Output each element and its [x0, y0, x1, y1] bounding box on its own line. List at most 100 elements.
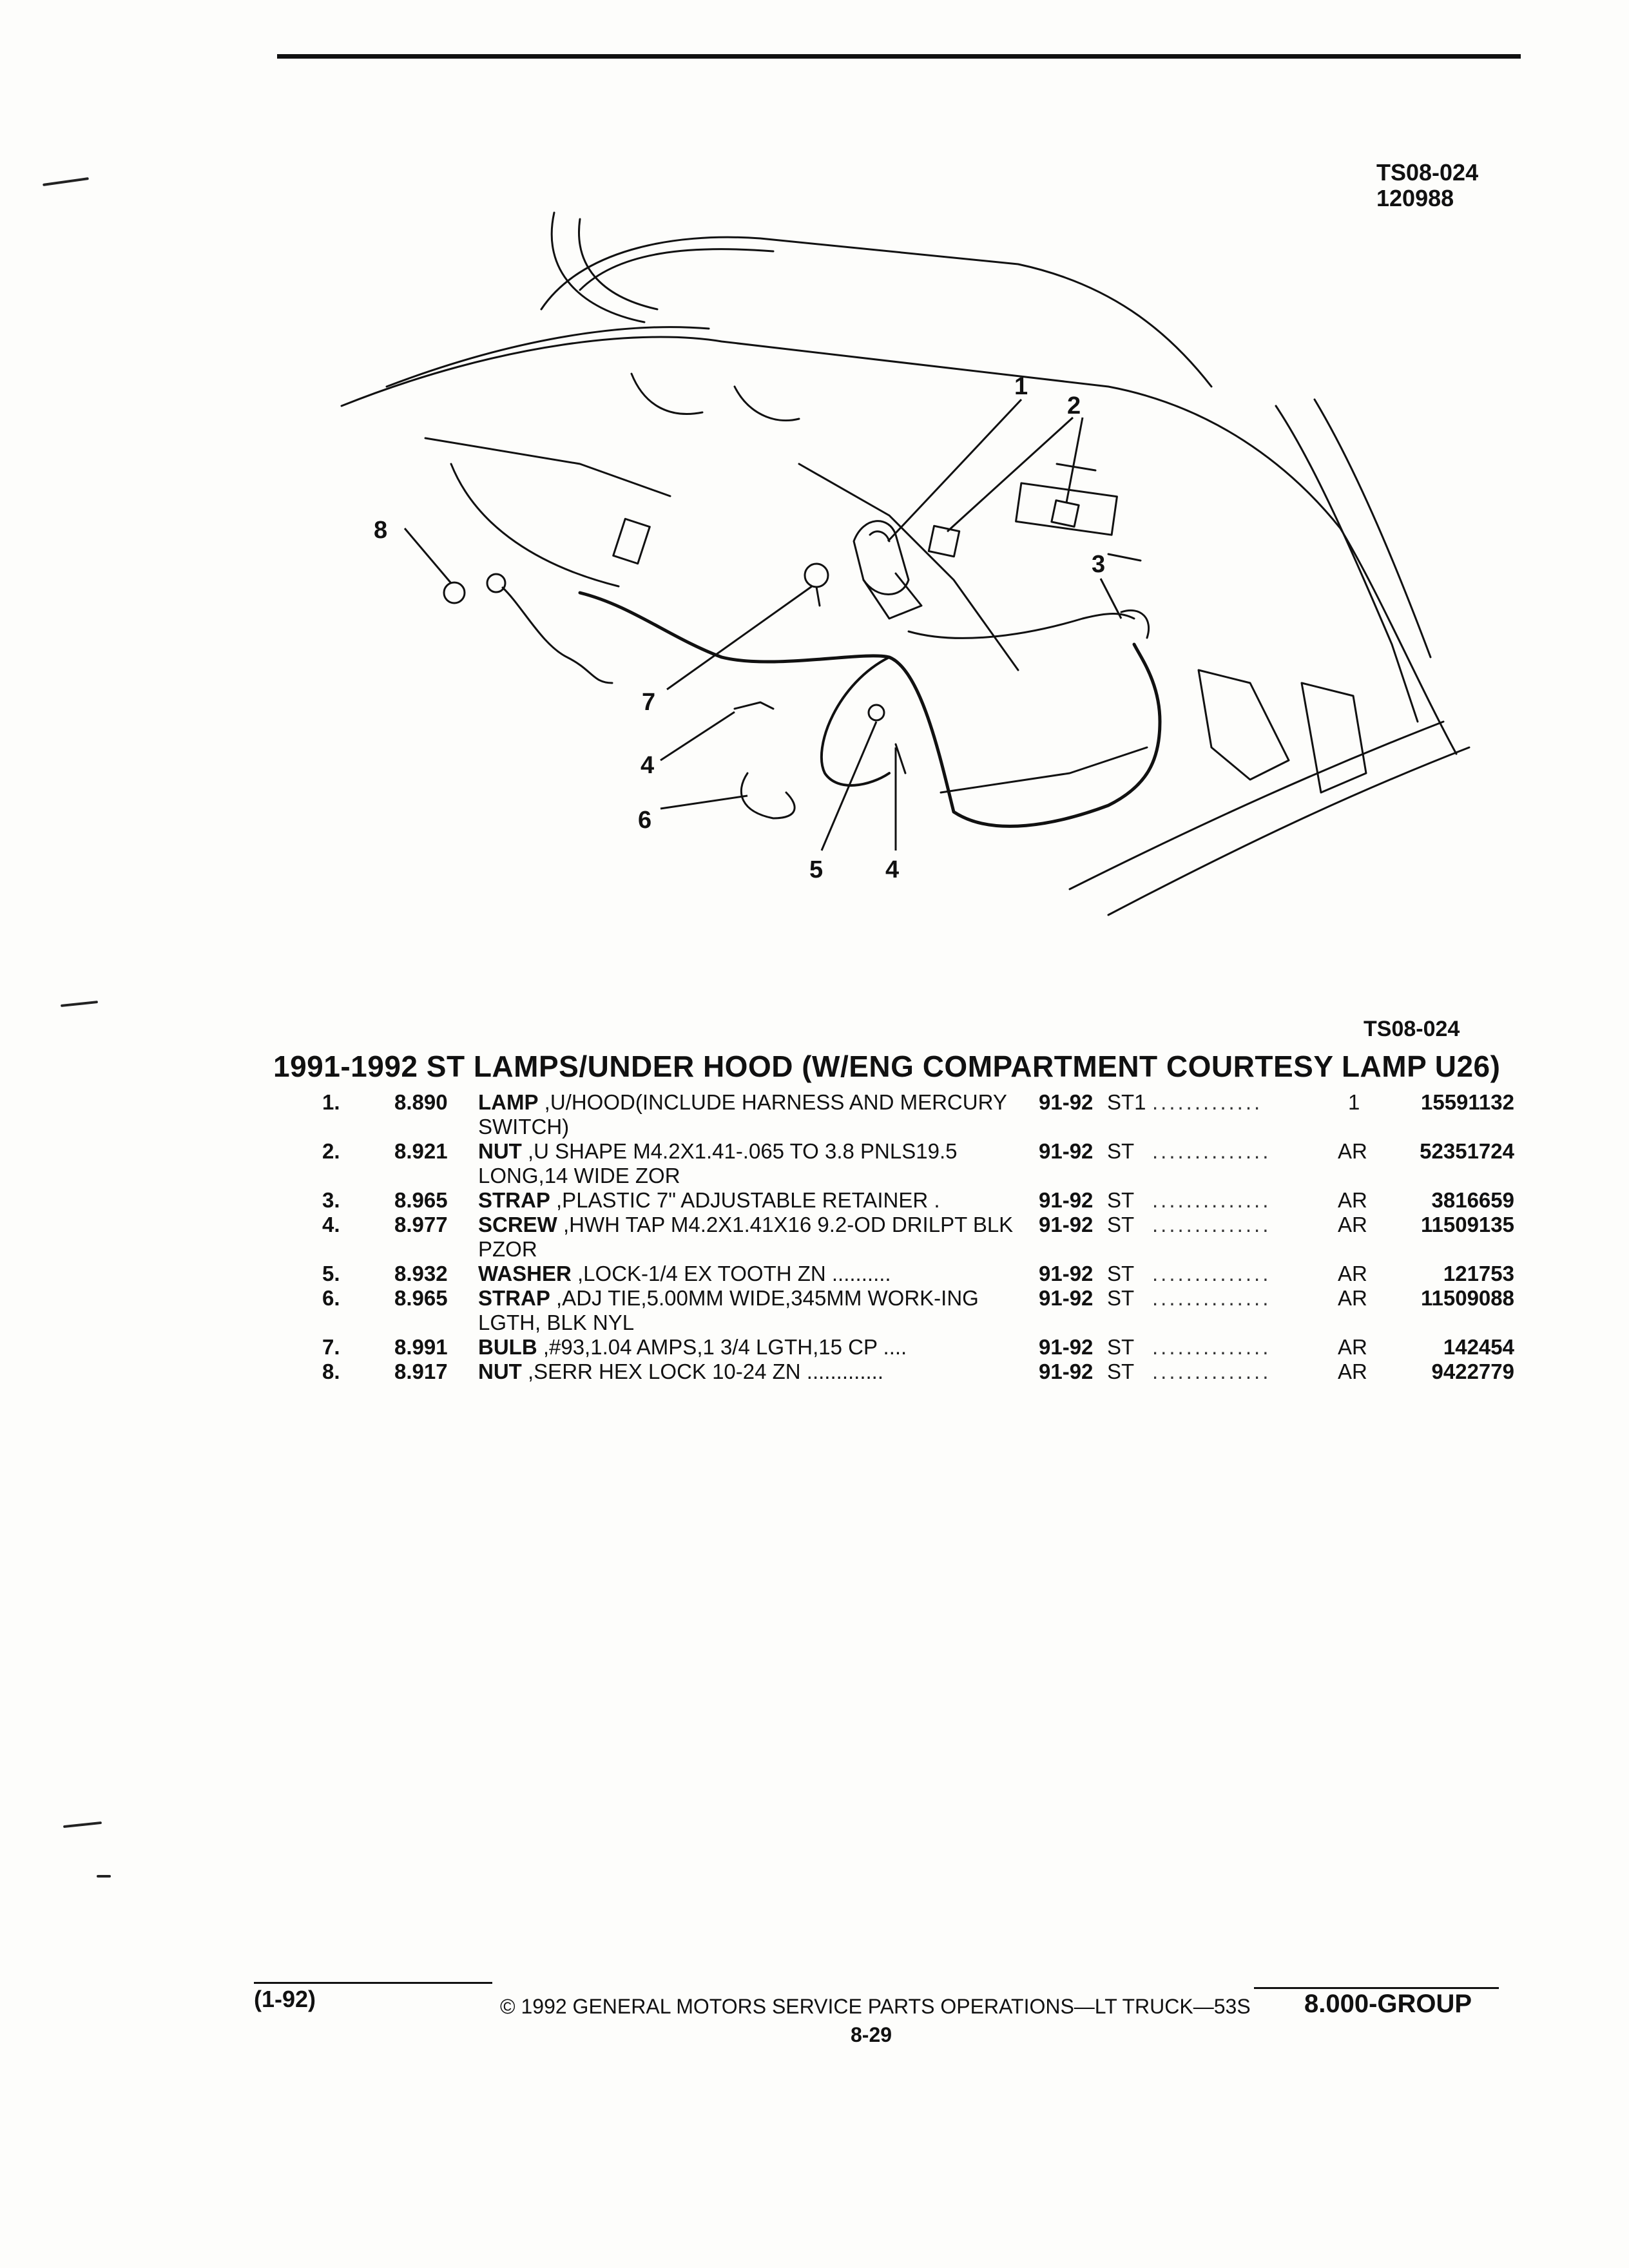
part-name: STRAP [478, 1286, 550, 1310]
part-name: SCREW [478, 1213, 557, 1236]
group-number: 8.890 [394, 1090, 448, 1114]
item-number: 4. [322, 1213, 340, 1236]
inner-panel [798, 463, 1019, 671]
part-row: 3. 8.965 STRAP ,PLASTIC 7" ADJUSTABLE RE… [303, 1188, 1514, 1213]
parts-list: 1. 8.890 LAMP ,U/HOOD(INCLUDE HARNESS AN… [303, 1090, 1514, 1384]
callout-5: 5 [809, 856, 823, 883]
part-detail: ,ADJ TIE,5.00MM WIDE,345MM WORK-ING LGTH… [478, 1286, 979, 1334]
margin-mark [60, 1000, 99, 1008]
connector [486, 573, 506, 593]
harness-branch [907, 613, 1135, 639]
model-years: 91-92 [1039, 1360, 1094, 1383]
bulb [804, 562, 829, 588]
part-row: 6. 8.965 STRAP ,ADJ TIE,5.00MM WIDE,345M… [303, 1286, 1514, 1335]
model-code: ST1 [1107, 1090, 1146, 1114]
part-detail: ,LOCK-1/4 EX TOOTH ZN .......... [577, 1262, 891, 1285]
cowl-line [540, 236, 1213, 388]
part-row: 7. 8.991 BULB ,#93,1.04 AMPS,1 3/4 LGTH,… [303, 1335, 1514, 1360]
screw [894, 743, 907, 774]
model-code: ST [1107, 1360, 1135, 1383]
part-number: 11509135 [1420, 1213, 1514, 1236]
cowl-line [579, 248, 775, 291]
margin-mark [43, 177, 89, 186]
part-number: 142454 [1443, 1335, 1514, 1359]
leader-line [820, 721, 878, 851]
quantity: AR [1338, 1188, 1367, 1212]
leader-dots: .............. [1152, 1139, 1271, 1163]
part-number: 3816659 [1431, 1188, 1514, 1212]
leader-line [887, 398, 1023, 543]
leader-dots: .............. [1152, 1262, 1271, 1285]
part-name: WASHER [478, 1262, 572, 1285]
washer [867, 704, 885, 722]
model-code: ST [1107, 1188, 1135, 1212]
windshield-frame [550, 211, 659, 323]
model-years: 91-92 [1039, 1188, 1094, 1212]
footer-rule-right [1254, 1987, 1499, 1989]
section-title: 1991-1992 ST LAMPS/UNDER HOOD (W/ENG COM… [273, 1050, 1501, 1083]
model-years: 91-92 [1039, 1335, 1094, 1359]
part-description: STRAP ,PLASTIC 7" ADJUSTABLE RETAINER . [478, 1188, 1019, 1213]
callout-4: 4 [641, 752, 654, 779]
mount-plate [1015, 482, 1118, 536]
group-number: 8.991 [394, 1335, 448, 1359]
callout-6: 6 [638, 807, 651, 834]
nut-clip [1050, 499, 1080, 528]
leader-line [660, 794, 748, 810]
item-number: 1. [322, 1090, 340, 1114]
hinge-slot [630, 372, 704, 415]
lamp-lens [869, 530, 891, 543]
leader-line [1065, 417, 1084, 503]
part-description: STRAP ,ADJ TIE,5.00MM WIDE,345MM WORK-IN… [478, 1286, 1019, 1335]
callout-7: 7 [642, 689, 655, 716]
margin-mark [97, 1875, 111, 1878]
figure-id: TS08-024 [1376, 159, 1479, 186]
quantity: AR [1338, 1139, 1367, 1163]
part-description: BULB ,#93,1.04 AMPS,1 3/4 LGTH,15 CP ...… [478, 1335, 1019, 1360]
part-detail: ,SERR HEX LOCK 10-24 ZN ............. [528, 1360, 883, 1383]
inner-panel [940, 746, 1148, 794]
hood-edge [1068, 720, 1445, 890]
item-number: 7. [322, 1335, 340, 1359]
part-description: WASHER ,LOCK-1/4 EX TOOTH ZN .......... [478, 1262, 1019, 1286]
parts-exploded-diagram: 1 2 3 4 4 5 6 7 8 [340, 211, 1470, 916]
model-code: ST [1107, 1286, 1135, 1310]
harness-lead [501, 586, 613, 684]
fender-line [1313, 398, 1432, 658]
item-number: 6. [322, 1286, 340, 1310]
nut-clip [927, 524, 961, 558]
hood-panel [340, 336, 1458, 755]
margin-mark [63, 1821, 102, 1829]
item-number: 8. [322, 1360, 340, 1383]
fender-line [1275, 405, 1419, 723]
footer-rule-left [254, 1982, 492, 1984]
inner-panel [424, 437, 671, 497]
quantity: 1 [1348, 1090, 1360, 1114]
leader-dots: .............. [1152, 1286, 1271, 1310]
part-row: 1. 8.890 LAMP ,U/HOOD(INCLUDE HARNESS AN… [303, 1090, 1514, 1139]
part-number: 11509088 [1420, 1286, 1514, 1310]
group-number: 8.917 [394, 1360, 448, 1383]
screw [733, 701, 775, 710]
leader-dots: .............. [1152, 1335, 1271, 1359]
part-name: NUT [478, 1360, 522, 1383]
group-number: 8.977 [394, 1213, 448, 1236]
leader-dots: .............. [1152, 1213, 1271, 1236]
part-description: LAMP ,U/HOOD(INCLUDE HARNESS AND MERCURY… [478, 1090, 1019, 1139]
model-code: ST [1107, 1213, 1135, 1236]
group-number: 8.921 [394, 1139, 448, 1163]
leader-dots: .............. [1152, 1360, 1271, 1383]
hinge-slot [1055, 463, 1142, 562]
model-years: 91-92 [1039, 1262, 1094, 1285]
part-name: LAMP [478, 1090, 539, 1114]
callout-8: 8 [374, 517, 387, 544]
model-code: ST [1107, 1139, 1135, 1163]
part-number: 52351724 [1420, 1139, 1514, 1163]
leader-line [946, 416, 1074, 533]
nut [443, 581, 466, 604]
part-row: 8. 8.917 NUT ,SERR HEX LOCK 10-24 ZN ...… [303, 1360, 1514, 1384]
leader-dots: ............. [1152, 1090, 1263, 1114]
part-number: 9422779 [1431, 1360, 1514, 1383]
quantity: AR [1338, 1213, 1367, 1236]
model-years: 91-92 [1039, 1139, 1094, 1163]
